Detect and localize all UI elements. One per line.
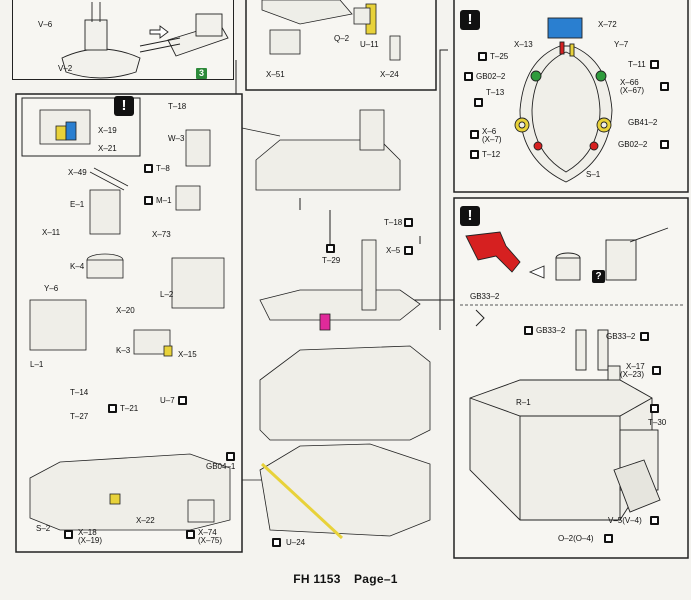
cement-icon [650, 404, 659, 413]
cement-icon [474, 98, 483, 107]
warning-icon: ! [114, 96, 134, 116]
cement-icon [144, 164, 153, 173]
cement-icon [144, 196, 153, 205]
cement-icon [650, 516, 659, 525]
label-gb33-2: GB33–2 [470, 292, 500, 301]
cement-icon [524, 326, 533, 335]
cement-icon [108, 404, 117, 413]
label-x-21: X–21 [98, 144, 117, 153]
label-y-7: Y–7 [614, 40, 629, 49]
label-q-2: Q–2 [334, 34, 350, 43]
warning-icon: ! [460, 10, 480, 30]
label-t-18: T–18 [168, 102, 187, 111]
label-x-17: X–17 [626, 362, 645, 371]
label-gb02-2: GB02–2 [476, 72, 506, 81]
cement-icon [640, 332, 649, 341]
label-s-2: S–2 [36, 524, 51, 533]
label-t-8: T–8 [156, 164, 170, 173]
cement-icon [226, 452, 235, 461]
label-x-6: X–6 [482, 127, 497, 136]
label-x-18: X–18 [78, 528, 97, 537]
label-x-49: X–49 [68, 168, 87, 177]
label-x-73: X–73 [152, 230, 171, 239]
label-x-11: X–11 [42, 228, 61, 237]
label-x-67: (X–67) [620, 86, 645, 95]
cement-icon [470, 130, 479, 139]
label-x-7: (X–7) [482, 135, 502, 144]
label-u-7: U–7 [160, 396, 175, 405]
label-x-22: X–22 [136, 516, 155, 525]
label-x-51: X–51 [266, 70, 285, 79]
cement-icon [464, 72, 473, 81]
cement-icon [660, 82, 669, 91]
cement-icon [470, 150, 479, 159]
label-x-24: X–24 [380, 70, 399, 79]
label-v-6: V–6 [38, 20, 53, 29]
label-t-13: T–13 [486, 88, 505, 97]
label-s-1: S–1 [586, 170, 601, 179]
label-t-11: T–11 [628, 60, 646, 69]
cement-icon [178, 396, 187, 405]
warning-icon: ! [460, 206, 480, 226]
cement-icon [650, 60, 659, 69]
label-o-2: O–2(O–4) [558, 534, 594, 543]
label-x-74: X–74 [198, 528, 217, 537]
cement-icon [186, 530, 195, 539]
label-x-13: X–13 [514, 40, 533, 49]
label-x-15: X–15 [178, 350, 197, 359]
label-k-4: K–4 [70, 262, 85, 271]
label-v-5: V–5(V–4) [608, 516, 642, 525]
label-x-19-alt: (X–19) [78, 536, 103, 545]
label-gb04-1: GB04–1 [206, 462, 236, 471]
label-r-1: R–1 [516, 398, 531, 407]
product-code: FH 1153 [293, 572, 341, 586]
label-x-72: X–72 [598, 20, 617, 29]
label-k-3: K–3 [116, 346, 131, 355]
label-t-21: T–21 [120, 404, 139, 413]
page-number: Page–1 [353, 572, 398, 586]
label-t-25: T–25 [490, 52, 509, 61]
label-t-18-center: T–18 [384, 218, 403, 227]
page-footer: FH 1153 Page–1 [0, 572, 691, 586]
cement-icon [404, 246, 413, 255]
label-u-24: U–24 [286, 538, 306, 547]
cement-icon [272, 538, 281, 547]
label-t-12: T–12 [482, 150, 501, 159]
label-w-3: W–3 [168, 134, 185, 143]
label-gb02-2b: GB02–2 [618, 140, 648, 149]
label-u-11: U–11 [360, 40, 379, 49]
cement-icon [404, 218, 413, 227]
label-t-29: T–29 [322, 256, 341, 265]
label-gb33-2-b: GB33–2 [536, 326, 566, 335]
cement-icon [326, 244, 335, 253]
cement-icon [64, 530, 73, 539]
label-t-27: T–27 [70, 412, 89, 421]
label-t-14: T–14 [70, 388, 89, 397]
cement-icon [604, 534, 613, 543]
label-t-30: T–30 [648, 418, 667, 427]
label-x-66: X–66 [620, 78, 639, 87]
label-e-1: E–1 [70, 200, 85, 209]
label-x-23: (X–23) [620, 370, 645, 379]
cement-icon [478, 52, 487, 61]
label-x-5: X–5 [386, 246, 401, 255]
label-y-6: Y–6 [44, 284, 59, 293]
label-x-20: X–20 [116, 306, 135, 315]
label-l-1: L–1 [30, 360, 44, 369]
step-badge: 3 [196, 68, 207, 79]
cement-icon [652, 366, 661, 375]
label-gb33-2-c: GB33–2 [606, 332, 636, 341]
label-x-19: X–19 [98, 126, 117, 135]
question-icon: ? [592, 270, 605, 283]
label-l-2: L–2 [160, 290, 174, 299]
label-v-2: V–2 [58, 64, 73, 73]
label-x-75: (X–75) [198, 536, 223, 545]
label-m-1: M–1 [156, 196, 172, 205]
label-gb41-2: GB41–2 [628, 118, 658, 127]
cement-icon [660, 140, 669, 149]
